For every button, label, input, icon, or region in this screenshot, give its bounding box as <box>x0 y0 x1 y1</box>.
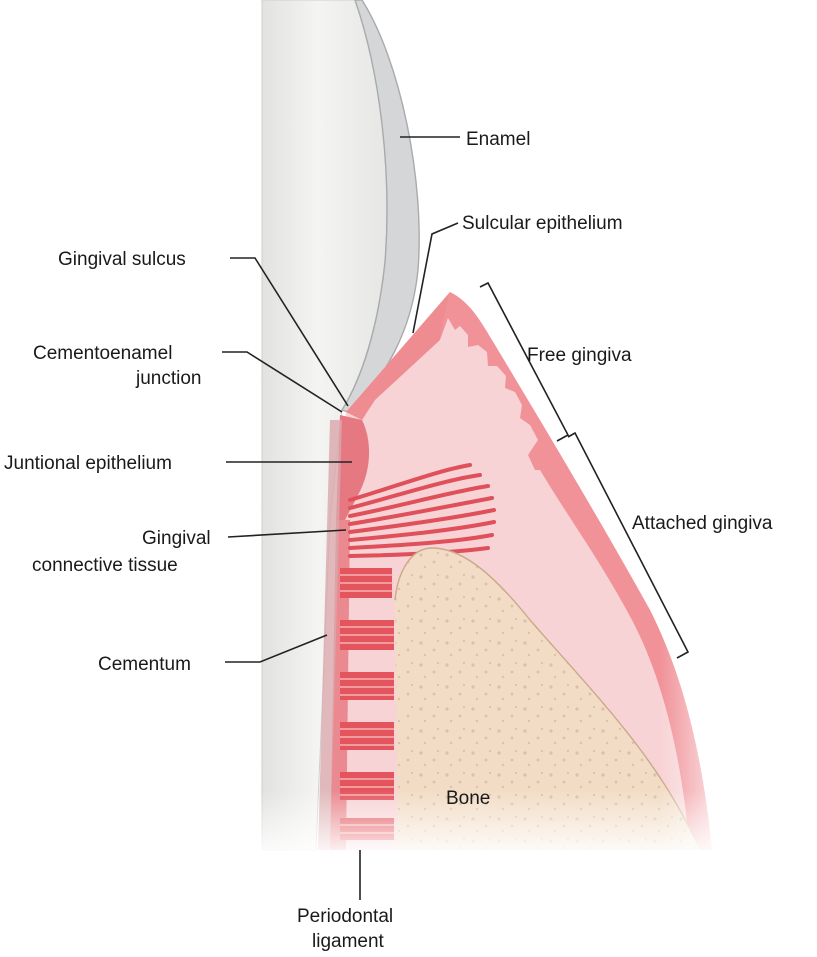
label-junctional-epithelium: Juntional epithelium <box>4 453 172 474</box>
attached-gingiva-bracket <box>567 431 690 659</box>
label-gingival-sulcus: Gingival sulcus <box>58 249 186 270</box>
bottom-fade <box>250 790 730 860</box>
label-pdl-line2: ligament <box>312 931 385 952</box>
label-cej-line2: junction <box>135 368 202 389</box>
bone-texture <box>395 548 700 850</box>
bone-outline <box>394 547 701 851</box>
label-free-gingiva: Free gingiva <box>527 345 632 366</box>
sulcular-epithelium-layer <box>346 292 450 420</box>
label-sulcular-epithelium: Sulcular epithelium <box>462 213 623 234</box>
junctional-epithelium-layer <box>336 415 370 520</box>
free-gingiva-bracket <box>479 281 570 442</box>
label-gct-line1: Gingival <box>142 528 211 549</box>
label-gct-line2: connective tissue <box>32 555 178 576</box>
right-fade <box>660 600 740 860</box>
label-attached-gingiva: Attached gingiva <box>632 513 773 534</box>
label-bone: Bone <box>446 788 490 809</box>
label-cementum: Cementum <box>98 654 191 675</box>
label-pdl-line1: Periodontal <box>297 906 393 927</box>
label-cej-line1: Cementoenamel <box>33 343 172 364</box>
leader-lines <box>222 136 460 900</box>
label-enamel: Enamel <box>466 129 530 150</box>
cementum-layer <box>318 420 342 850</box>
